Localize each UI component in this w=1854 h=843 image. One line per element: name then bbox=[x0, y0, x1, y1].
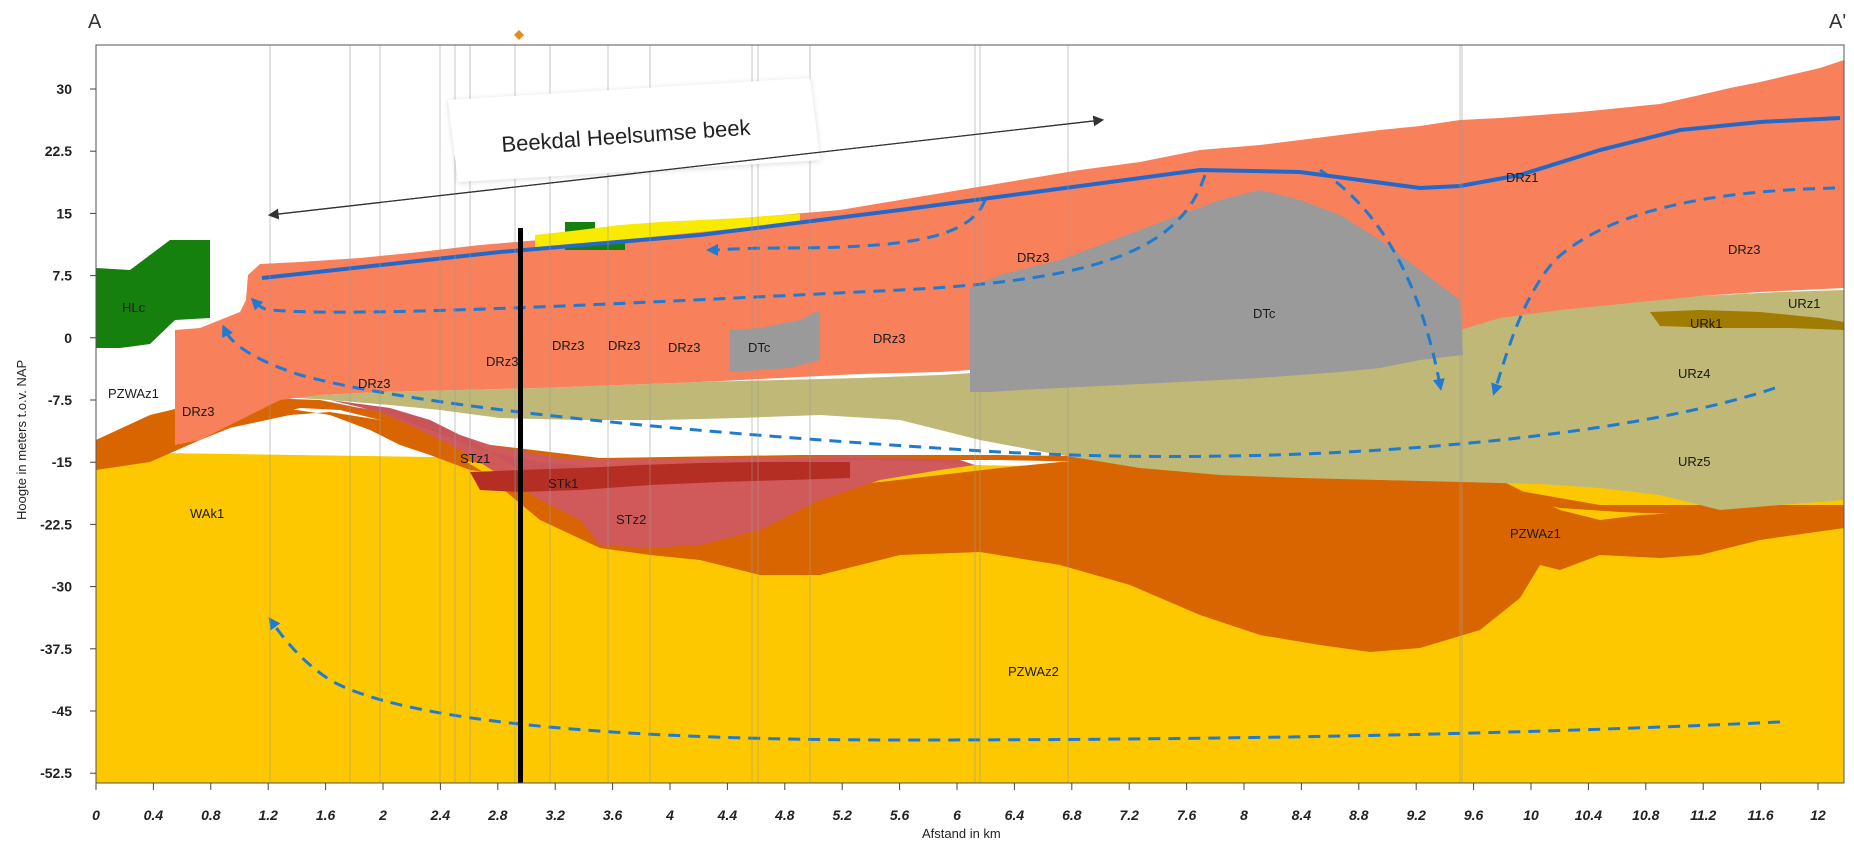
label-hlc: HLc bbox=[122, 300, 146, 315]
section-start-label: A bbox=[88, 11, 102, 33]
x-tick-label: 3.6 bbox=[603, 807, 623, 823]
y-tick-label: 22.5 bbox=[45, 143, 72, 159]
x-tick-label: 10 bbox=[1523, 807, 1539, 823]
plot-area bbox=[95, 44, 1845, 784]
x-tick-label: 8 bbox=[1240, 807, 1248, 823]
x-tick-label: 5.6 bbox=[890, 807, 910, 823]
y-tick-label: -22.5 bbox=[40, 516, 72, 532]
x-tick-label: 8.4 bbox=[1292, 807, 1312, 823]
x-tick-label: 9.6 bbox=[1464, 807, 1484, 823]
label-wak1: WAk1 bbox=[190, 506, 224, 521]
layer-surface-deposit bbox=[535, 214, 800, 248]
y-axis: 30 22.5 15 7.5 0 -7.5 -15 -22.5 -30 -37.5 -45 -52.5 bbox=[40, 81, 96, 781]
label-drz3: DRz3 bbox=[358, 376, 391, 391]
flow-arrow-mid bbox=[222, 324, 1776, 458]
y-tick-label: 7.5 bbox=[53, 268, 73, 284]
y-tick-label: 0 bbox=[64, 330, 72, 346]
x-tick-label: 10.4 bbox=[1575, 807, 1602, 823]
label-urz1: URz1 bbox=[1788, 296, 1821, 311]
x-axis-label: Afstand in km bbox=[922, 826, 1001, 841]
x-tick-label: 5.2 bbox=[832, 807, 852, 823]
layer-stk1 bbox=[470, 462, 850, 492]
label-pzwaz1-left: PZWAz1 bbox=[108, 386, 159, 401]
label-drz3: DRz3 bbox=[873, 331, 906, 346]
y-tick-label: 30 bbox=[56, 81, 72, 97]
flow-arrow-upper bbox=[250, 174, 1207, 314]
label-drz3: DRz3 bbox=[668, 340, 701, 355]
callout-box bbox=[448, 78, 820, 182]
y-tick-label: -37.5 bbox=[40, 641, 72, 657]
section-end-label: A' bbox=[1829, 11, 1846, 33]
x-tick-label: 11.6 bbox=[1747, 807, 1773, 823]
label-urz4: URz4 bbox=[1678, 366, 1711, 381]
layer-hlc bbox=[96, 240, 210, 348]
x-tick-label: 12 bbox=[1810, 807, 1826, 823]
x-tick-label: 4.8 bbox=[774, 807, 795, 823]
label-drz3: DRz3 bbox=[1017, 250, 1050, 265]
x-tick-label: 11.2 bbox=[1690, 807, 1716, 823]
x-tick-label: 3.2 bbox=[545, 807, 565, 823]
x-tick-label: 0.8 bbox=[201, 807, 221, 823]
x-tick-label: 7.6 bbox=[1177, 807, 1197, 823]
plot-frame bbox=[95, 44, 1845, 784]
x-tick-label: 4 bbox=[665, 807, 674, 823]
layer-wak1-upper bbox=[96, 398, 1844, 515]
label-pzwaz1-right: PZWAz1 bbox=[1510, 526, 1561, 541]
y-tick-label: -7.5 bbox=[48, 392, 72, 408]
label-drz1: DRz1 bbox=[1506, 170, 1539, 185]
callout-beekdal: Beekdal Heelsumse beek bbox=[267, 78, 1105, 220]
label-drz3: DRz3 bbox=[486, 354, 519, 369]
x-tick-label: 2.4 bbox=[430, 807, 451, 823]
label-drz3: DRz3 bbox=[552, 338, 585, 353]
flow-arrow-deep bbox=[268, 617, 1781, 742]
label-dtc: DTc bbox=[748, 340, 771, 355]
label-drz3: DRz3 bbox=[182, 404, 215, 419]
x-tick-label: 9.2 bbox=[1406, 807, 1426, 823]
x-tick-label: 2 bbox=[378, 807, 387, 823]
layer-stz1 bbox=[330, 400, 975, 475]
label-drz3: DRz3 bbox=[1728, 242, 1761, 257]
y-tick-label: -45 bbox=[52, 703, 72, 719]
x-tick-label: 6.4 bbox=[1005, 807, 1025, 823]
x-tick-label: 7.2 bbox=[1119, 807, 1139, 823]
layer-dtc-right bbox=[970, 190, 1463, 392]
y-axis-label: Hoogte in meters t.o.v. NAP bbox=[14, 360, 29, 520]
y-tick-label: -30 bbox=[52, 579, 72, 595]
x-tick-label: 8.8 bbox=[1349, 807, 1369, 823]
flow-arrow-shallow bbox=[706, 199, 987, 256]
borehole-line bbox=[518, 228, 523, 783]
label-stk1: STk1 bbox=[548, 476, 578, 491]
flow-arrow-down bbox=[1319, 168, 1445, 391]
x-tick-label: 10.8 bbox=[1632, 807, 1659, 823]
x-tick-label: 0 bbox=[92, 807, 100, 823]
x-tick-label: 4.4 bbox=[717, 807, 738, 823]
x-tick-label: 0.4 bbox=[144, 807, 164, 823]
x-tick-label: 1.2 bbox=[258, 807, 278, 823]
label-stz1: STz1 bbox=[460, 451, 490, 466]
y-tick-label: 15 bbox=[56, 205, 72, 221]
label-urz5: URz5 bbox=[1678, 454, 1711, 469]
x-tick-label: 1.6 bbox=[316, 807, 336, 823]
label-pzwaz2: PZWAz2 bbox=[1008, 664, 1059, 679]
y-tick-label: -15 bbox=[52, 454, 72, 470]
layer-drz3 bbox=[175, 60, 1844, 445]
x-tick-label: 2.8 bbox=[487, 807, 508, 823]
x-tick-label: 6 bbox=[953, 807, 961, 823]
layer-wak1 bbox=[96, 405, 1844, 652]
label-urk1: URk1 bbox=[1690, 316, 1723, 331]
location-marker-icon bbox=[514, 30, 524, 40]
layer-urk1 bbox=[1650, 310, 1844, 330]
label-drz3: DRz3 bbox=[608, 338, 641, 353]
y-tick-label: -52.5 bbox=[40, 765, 72, 781]
x-tick-label: 6.8 bbox=[1062, 807, 1082, 823]
x-axis: 0 0.4 0.8 1.2 1.6 2 2.4 2.8 3.2 3.6 4 4.4 4.8 5.2 5.6 6… bbox=[92, 783, 1826, 823]
water-table-line bbox=[261, 116, 1841, 280]
callout-arrow-right bbox=[269, 115, 1105, 216]
label-stz2: STz2 bbox=[616, 512, 646, 527]
unit-labels: HLc PZWAz1 DRz3 DRz3 DRz3 DRz3 DRz3 DRz3… bbox=[108, 170, 1821, 679]
label-dtc: DTc bbox=[1253, 306, 1276, 321]
